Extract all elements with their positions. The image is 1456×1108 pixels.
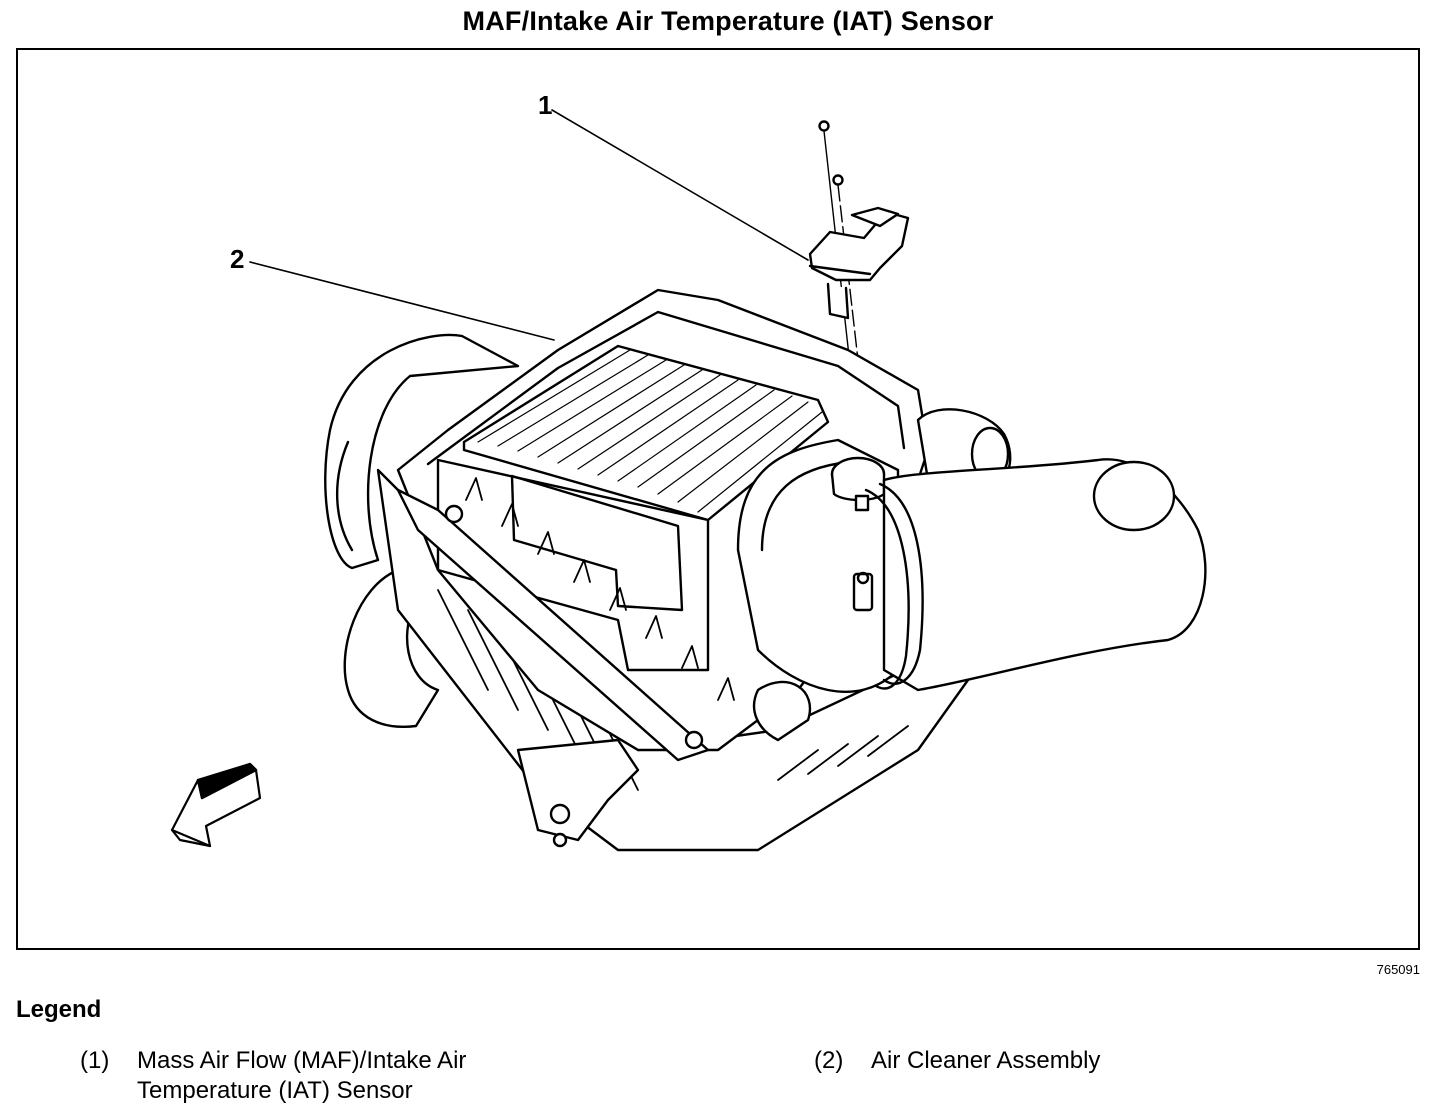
legend-item-number: (1) (80, 1047, 110, 1074)
illustration-frame: 1 2 (16, 48, 1420, 950)
leader-line-2 (249, 261, 555, 341)
air-cleaner-illustration: 1 2 (170, 90, 1207, 852)
filter-pleats (477, 349, 823, 513)
legend-item-label: Air Cleaner Assembly (871, 1047, 1101, 1074)
legend-heading: Legend (16, 996, 102, 1023)
air-cleaner-housing (324, 288, 1012, 852)
figure-id: 765091 (1376, 962, 1420, 977)
leader-line-1 (551, 109, 809, 261)
callout-2: 2 (230, 244, 244, 274)
outlet-duct (852, 458, 1207, 692)
page-title: MAF/Intake Air Temperature (IAT) Sensor (462, 6, 994, 36)
maf-iat-sensor (808, 206, 910, 320)
front-direction-arrow-icon (170, 762, 262, 848)
legend-item-number: (2) (814, 1047, 844, 1074)
callout-1: 1 (538, 90, 552, 120)
legend-item-label: Mass Air Flow (MAF)/Intake Air Temperatu… (137, 1047, 467, 1104)
